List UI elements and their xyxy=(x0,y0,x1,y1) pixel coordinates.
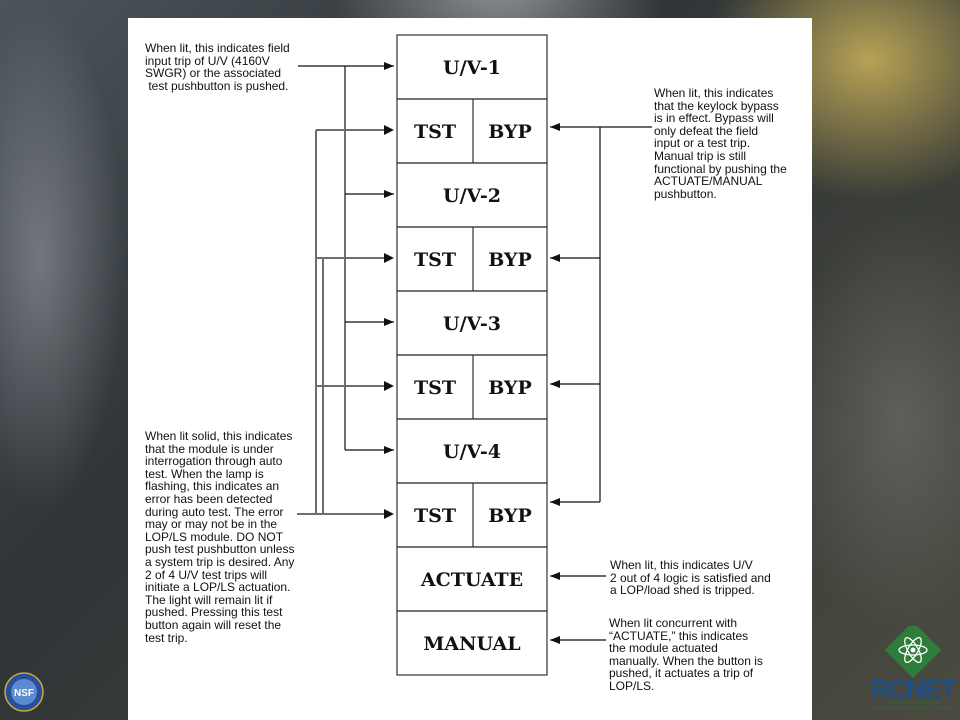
actuate-manual-leaders xyxy=(550,572,606,644)
actuate-note: When lit, this indicates U/V 2 out of 4 … xyxy=(610,558,771,598)
uv-3-label: U/V-3 xyxy=(443,313,501,335)
test-note: When lit solid, this indicates that the … xyxy=(145,429,295,645)
tst-4-label: TST xyxy=(414,505,456,527)
tst-3-label: TST xyxy=(414,377,456,399)
rcnet-logo xyxy=(884,626,942,679)
byp-leader-lines xyxy=(550,123,652,506)
diagram-card xyxy=(128,18,812,720)
tst-2-label: TST xyxy=(414,249,456,271)
uv-input-note: When lit, this indicates field input tri… xyxy=(145,41,290,93)
manual-window xyxy=(396,610,548,676)
rcnet-wordmark: RCNET xyxy=(870,674,957,704)
byp-4-label: BYP xyxy=(488,505,532,527)
annunciator-panel xyxy=(396,34,548,676)
byp-2-label: BYP xyxy=(488,249,532,271)
svg-text:NSF: NSF xyxy=(14,688,34,699)
tst-leader-lines xyxy=(297,129,388,515)
byp-3-label: BYP xyxy=(488,377,532,399)
rcnet-subtitle: Regional Center for Nuclear Education & … xyxy=(874,700,952,712)
uv-1-label: U/V-1 xyxy=(443,57,501,79)
manual-label: MANUAL xyxy=(423,633,520,655)
uv-2-label: U/V-2 xyxy=(443,185,501,207)
byp-1-label: BYP xyxy=(488,121,532,143)
manual-note: When lit concurrent with “ACTUATE,” this… xyxy=(609,616,763,693)
bypass-note: When lit, this indicates that the keyloc… xyxy=(654,86,787,201)
tst-1-label: TST xyxy=(414,121,456,143)
actuate-label: ACTUATE xyxy=(420,569,523,591)
uv-4-label: U/V-4 xyxy=(443,441,501,463)
tst-arrowheads xyxy=(384,125,394,519)
nsf-logo: NSF xyxy=(4,672,44,712)
